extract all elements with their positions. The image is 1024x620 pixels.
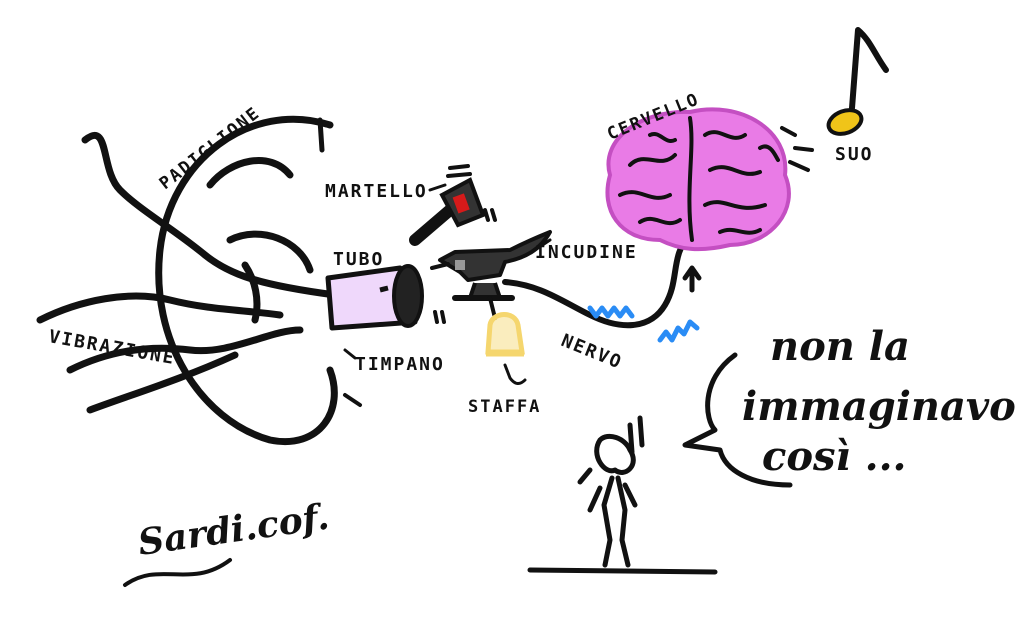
tube — [328, 266, 422, 328]
music-note-icon — [825, 30, 886, 138]
eardrum-marks — [435, 312, 444, 322]
signature: Sardi.cof. — [135, 496, 331, 564]
label-suo: SUO — [835, 144, 874, 165]
stirrup — [486, 298, 525, 384]
label-martello: MARTELLO — [325, 181, 428, 202]
speech-line-1: non la — [770, 323, 910, 370]
speech-line-3: così ... — [762, 433, 906, 480]
hammer — [415, 166, 495, 240]
label-timpano: TIMPANO — [355, 354, 445, 375]
label-incudine: INCUDINE — [535, 242, 638, 263]
speech-line-2: immaginavo — [742, 383, 1016, 430]
label-staffa: STAFFA — [468, 397, 541, 417]
label-nervo: NERVO — [558, 330, 625, 374]
label-vibrazione: VIBRAZIONE — [47, 326, 177, 369]
label-tubo: TUBO — [333, 249, 384, 270]
